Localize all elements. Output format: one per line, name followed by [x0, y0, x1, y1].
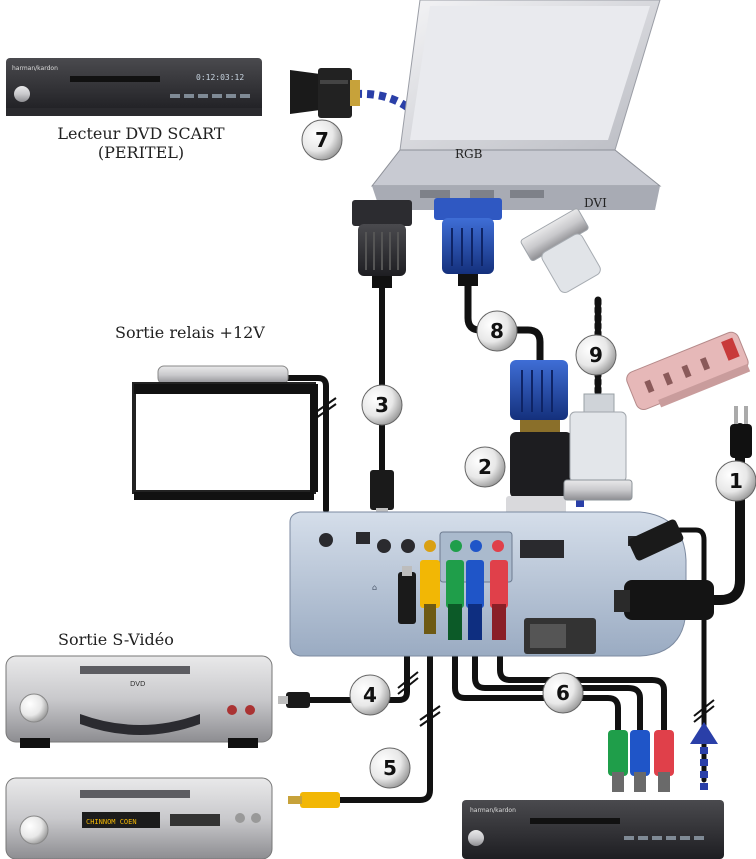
power-plug [730, 406, 752, 458]
vcr-composite: CHINNOM COEN [5, 777, 273, 859]
cables [279, 281, 745, 803]
brand-logo-2: harman/kardon [470, 807, 516, 814]
svideo-plug-player [278, 692, 310, 708]
composite-plug-player [288, 792, 340, 808]
dvd-player-svideo: DVD [5, 655, 273, 748]
marker-1: 1 [715, 460, 756, 502]
svg-text:7: 7 [315, 128, 329, 152]
dvi-connector-bottom [563, 393, 633, 501]
break-marks [315, 397, 715, 727]
label-dvd-scart: Lecteur DVD SCART (PERITEL) [36, 124, 246, 162]
arrowhead-up-icon [690, 722, 718, 744]
cable-relay [279, 375, 329, 513]
cable-6-green [452, 637, 621, 763]
cable-1-power [690, 423, 745, 605]
label-rgb: RGB [455, 147, 483, 161]
label-dvd-scart-line2: (PERITEL) [97, 143, 185, 162]
vcr-display: CHINNOM COEN [86, 818, 137, 826]
markers: 1 2 3 4 5 6 7 8 9 [301, 119, 756, 789]
marker-2: 2 [464, 446, 506, 488]
marker-9: 9 [575, 334, 617, 376]
svg-text:8: 8 [490, 319, 504, 343]
dvd-logo: DVD [130, 680, 145, 688]
label-dvd-scart-line1: Lecteur DVD SCART [57, 124, 225, 143]
marker-8: 8 [476, 310, 518, 352]
component-plugs [446, 560, 508, 640]
dvi-connector-top [520, 208, 601, 293]
label-relay: Sortie relais +12V [115, 323, 265, 342]
svg-text:4: 4 [363, 683, 377, 707]
marker-5: 5 [369, 747, 411, 789]
svg-text:⌂: ⌂ [372, 583, 377, 592]
cable-hdmi [677, 527, 707, 783]
label-svideo: Sortie S-Vidéo [58, 630, 174, 649]
power-connector [614, 580, 714, 620]
scart-adapter [290, 68, 360, 118]
cable-5-composite [327, 647, 433, 803]
cable-6-red [497, 637, 667, 763]
marker-7: 7 [301, 119, 343, 161]
marker-6: 6 [542, 672, 584, 714]
player-display: 0:12:03:12 [196, 73, 244, 82]
vga-to-dvi-adapter [506, 420, 572, 518]
svg-text:6: 6 [556, 681, 570, 705]
component-plugs-player [608, 730, 674, 792]
svg-text:1: 1 [729, 469, 743, 493]
vga-connector-top [434, 198, 502, 286]
composite-plug [420, 560, 440, 634]
svideo-plug [398, 566, 416, 624]
cable-4-svideo [297, 647, 410, 703]
dvd-player-component: harman/kardon [462, 800, 724, 859]
marker-3: 3 [361, 384, 403, 426]
marker-4: 4 [349, 674, 391, 716]
laptop [370, 0, 662, 210]
dvd-player-scart: 0:12:03:12 harman/kardon [6, 58, 262, 116]
svg-text:2: 2 [478, 455, 492, 479]
vga-connector-bottom [510, 360, 568, 420]
label-dvi: DVI [584, 196, 607, 210]
svg-text:5: 5 [383, 756, 397, 780]
brand-logo: harman/kardon [12, 65, 58, 72]
power-strip [626, 331, 751, 411]
projection-screen [132, 365, 318, 500]
rs232-connector [352, 200, 412, 522]
svg-text:3: 3 [375, 393, 389, 417]
svg-text:9: 9 [589, 343, 603, 367]
hdmi-connector [628, 519, 684, 561]
